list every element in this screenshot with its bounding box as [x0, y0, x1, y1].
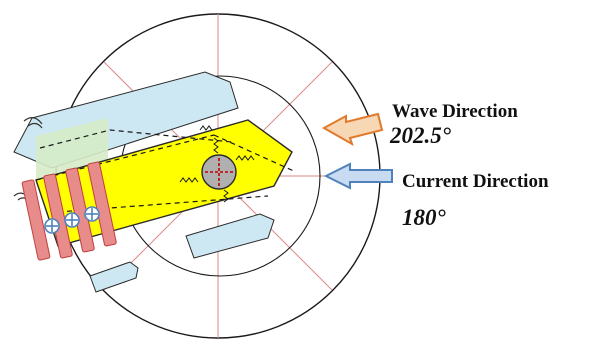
current-arrow-icon	[323, 162, 393, 190]
wave-angle-value: 202.5°	[390, 123, 451, 148]
wave-direction-label: Wave Direction	[392, 101, 518, 122]
cross-marker-icon	[44, 206, 100, 234]
right-barge	[185, 213, 275, 259]
current-angle-value: 180°	[402, 205, 446, 230]
wave-arrow-icon	[321, 112, 384, 147]
spring-icon	[179, 125, 255, 203]
motion-arrows	[21, 161, 117, 261]
current-direction-label: Current Direction	[402, 171, 549, 192]
turret-crosshair-icon	[201, 154, 237, 190]
lower-left-barge	[89, 261, 139, 293]
